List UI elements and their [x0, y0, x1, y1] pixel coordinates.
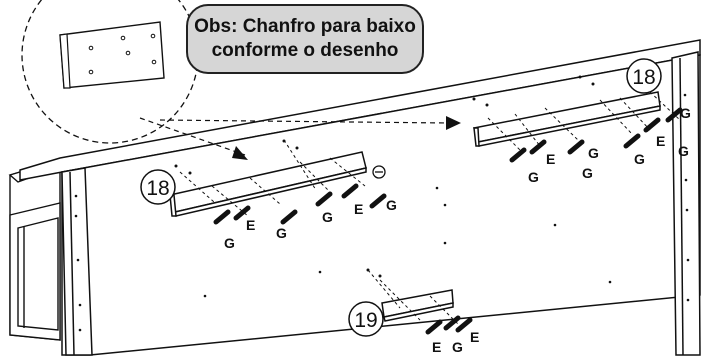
left-strip-dashes [179, 139, 366, 217]
hw-label: E [656, 133, 665, 149]
hw-label: G [386, 197, 397, 213]
part-circle-left-18: 18 [140, 169, 176, 205]
hw-label: E [354, 201, 363, 217]
bottom-strip-dashes [367, 269, 461, 327]
hw-label: E [470, 329, 479, 345]
part-label-right-18: 18 [632, 66, 655, 89]
hw-label: G [634, 151, 645, 167]
bottom-strip-top-dots [366, 268, 382, 278]
side-cabinet [8, 159, 67, 341]
left-stile [61, 167, 93, 356]
left-strip-top-dots [174, 139, 299, 175]
part-circle-bottom-19: 19 [348, 301, 384, 337]
leader-lines [139, 117, 449, 156]
part-circle-right-18: 18 [626, 58, 662, 94]
note-line-2: conforme o desenho [211, 40, 399, 61]
hw-label: G [224, 235, 235, 251]
hw-label: G [678, 143, 689, 159]
arrow-head-right [446, 116, 461, 130]
hardware-labels-bottom: E G E [432, 329, 479, 355]
hardware-labels-right: E G G G G E G G [528, 105, 691, 185]
right-stile [671, 51, 701, 356]
note-line-1: Obs: Chanfro para baixo [194, 16, 416, 37]
right-strip-dashes [487, 91, 681, 151]
hw-label: G [582, 165, 593, 181]
hw-label: G [680, 105, 691, 121]
cam-fitting [372, 165, 386, 179]
hw-label: G [588, 145, 599, 161]
hw-label: E [246, 217, 255, 233]
hw-label: E [546, 151, 555, 167]
part-label-bottom-19: 19 [354, 309, 377, 332]
hw-label: G [322, 209, 333, 225]
hw-label: G [452, 339, 463, 355]
hw-label: E [432, 339, 441, 355]
panel-dots [74, 93, 690, 332]
hw-label: G [276, 225, 287, 241]
hardware-labels-left: G E G G E G [224, 197, 397, 251]
right-strip-top-dots [472, 75, 595, 107]
right-strip [473, 91, 661, 147]
detail-circle [21, 0, 199, 144]
chamfer-note-box: Obs: Chanfro para baixo conforme o desen… [186, 4, 424, 74]
hardware-screws [213, 107, 683, 335]
bottom-strip [381, 289, 454, 322]
arrow-head-left [232, 146, 248, 160]
hw-label: G [528, 169, 539, 185]
part-label-left-18: 18 [146, 177, 169, 200]
